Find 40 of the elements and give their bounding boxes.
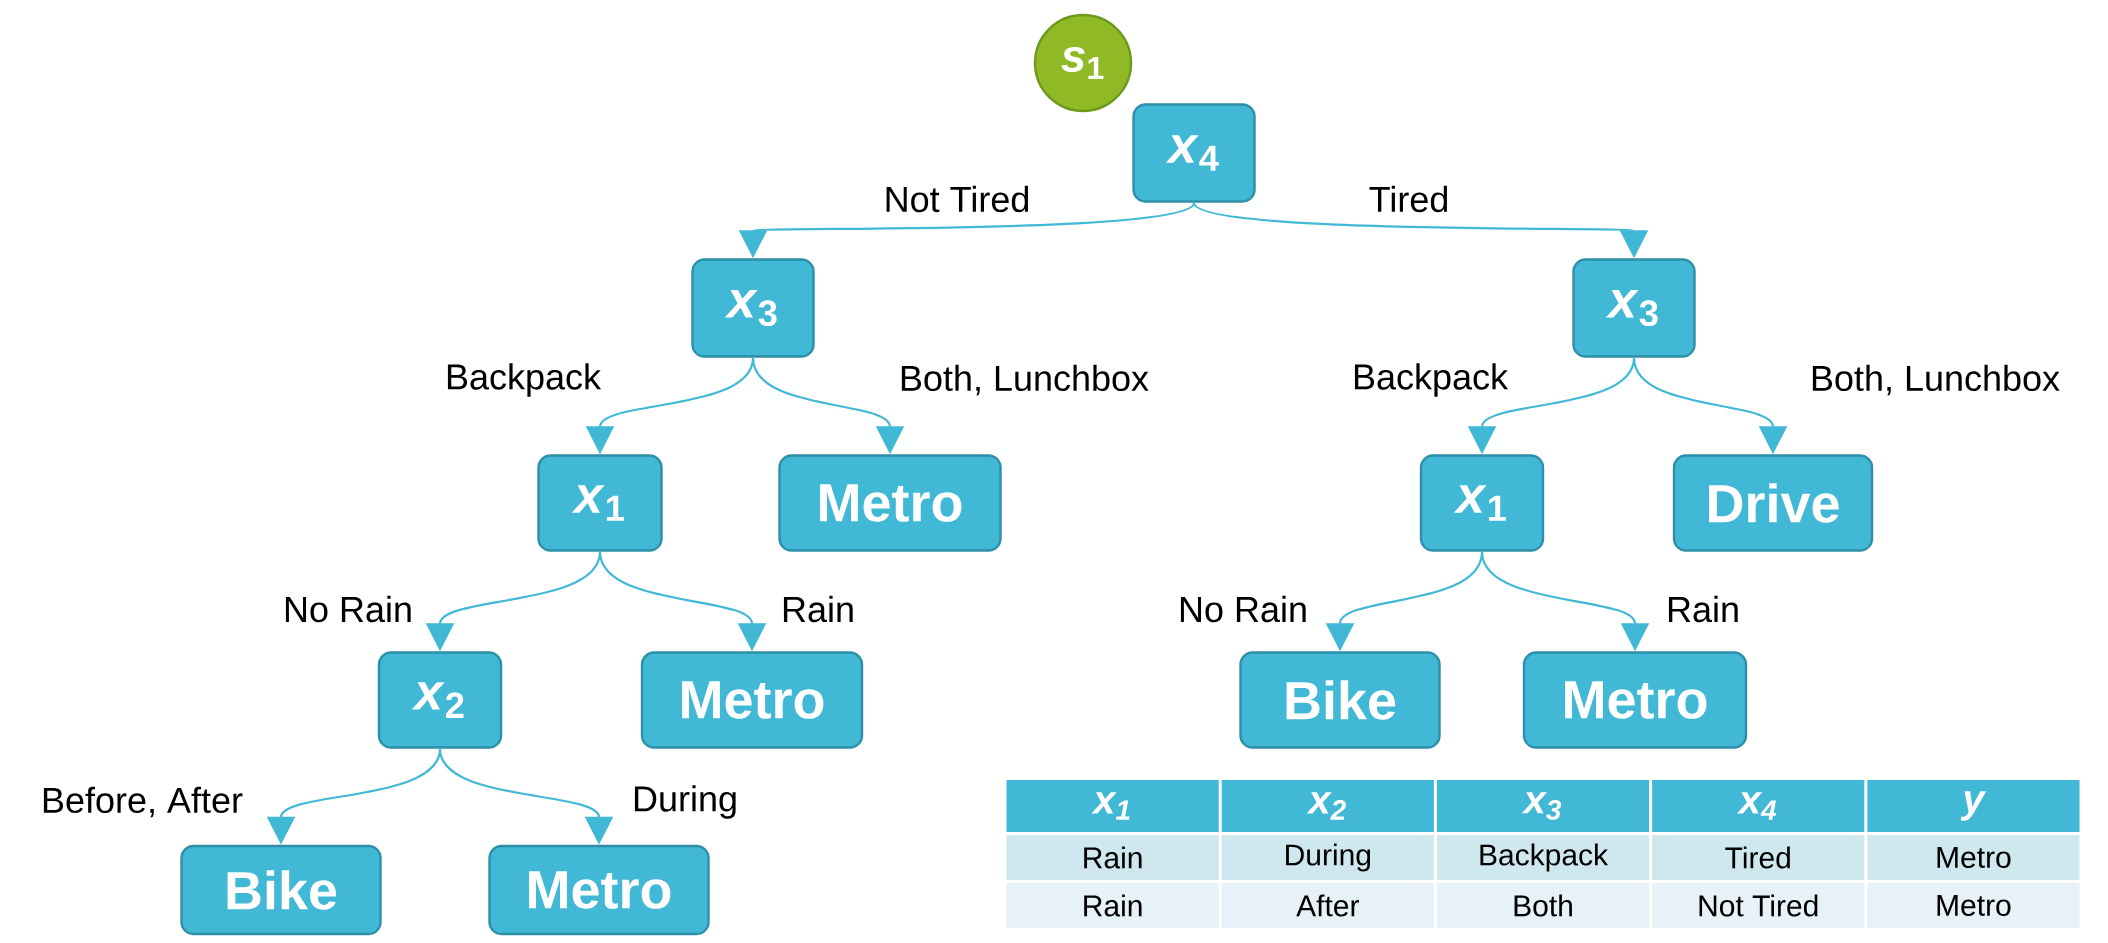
table-cell: y bbox=[1867, 780, 2080, 832]
decision-box: Bike bbox=[180, 844, 382, 936]
edge-label: Tired bbox=[1366, 183, 1452, 215]
decision-box: x$_{3}$ bbox=[1572, 258, 1696, 358]
table-cell: Rain bbox=[1006, 835, 1219, 880]
edge-label: Both, Lunchbox bbox=[1807, 362, 2063, 398]
table-cell: x$_{2}$ bbox=[1221, 780, 1434, 832]
decision-box: x$_{4}$ bbox=[1132, 103, 1256, 203]
decision-box: Bike bbox=[1239, 651, 1441, 749]
table-cell: Rain bbox=[1006, 883, 1219, 928]
edge-label: During bbox=[630, 783, 741, 821]
table-cell: Metro bbox=[1867, 883, 2080, 928]
decision-box: x$_{1}$ bbox=[537, 454, 663, 552]
decision-box: Metro bbox=[1522, 651, 1748, 749]
table-cell: Tired bbox=[1652, 835, 1865, 880]
table-cell: Backpack bbox=[1436, 835, 1650, 880]
table-cell: x$_{4}$ bbox=[1652, 780, 1865, 832]
table-cell: After bbox=[1221, 883, 1434, 928]
edge-label: Backpack bbox=[1350, 361, 1511, 399]
table-cell: Metro bbox=[1867, 835, 2080, 880]
edge-label: Before, After bbox=[38, 784, 246, 820]
edge-label: Rain bbox=[779, 593, 858, 625]
decision-box: Drive bbox=[1672, 454, 1874, 552]
decision-box: x$_{1}$ bbox=[1419, 454, 1545, 552]
decision-box: Metro bbox=[640, 651, 864, 749]
decision-box: Metro bbox=[488, 844, 710, 936]
edge-label: No Rain bbox=[281, 593, 416, 625]
decision-box: Metro bbox=[778, 454, 1002, 552]
table-cell: During bbox=[1221, 835, 1434, 880]
table-cell: x$_{3}$ bbox=[1436, 780, 1650, 832]
edge-label: Backpack bbox=[442, 361, 604, 399]
table-cell: Both bbox=[1436, 883, 1650, 928]
decision-box: x$_{2}$ bbox=[377, 651, 503, 749]
edge-label: No Rain bbox=[1176, 593, 1311, 625]
table-cell: x$_{1}$ bbox=[1006, 780, 1219, 832]
decision-box: x$_{3}$ bbox=[691, 258, 815, 358]
edge-label: Rain bbox=[1664, 593, 1743, 625]
table-cell: Not Tired bbox=[1652, 883, 1865, 928]
edge-label: Not Tired bbox=[881, 183, 1033, 215]
edge-label: Both, Lunchbox bbox=[896, 362, 1152, 398]
